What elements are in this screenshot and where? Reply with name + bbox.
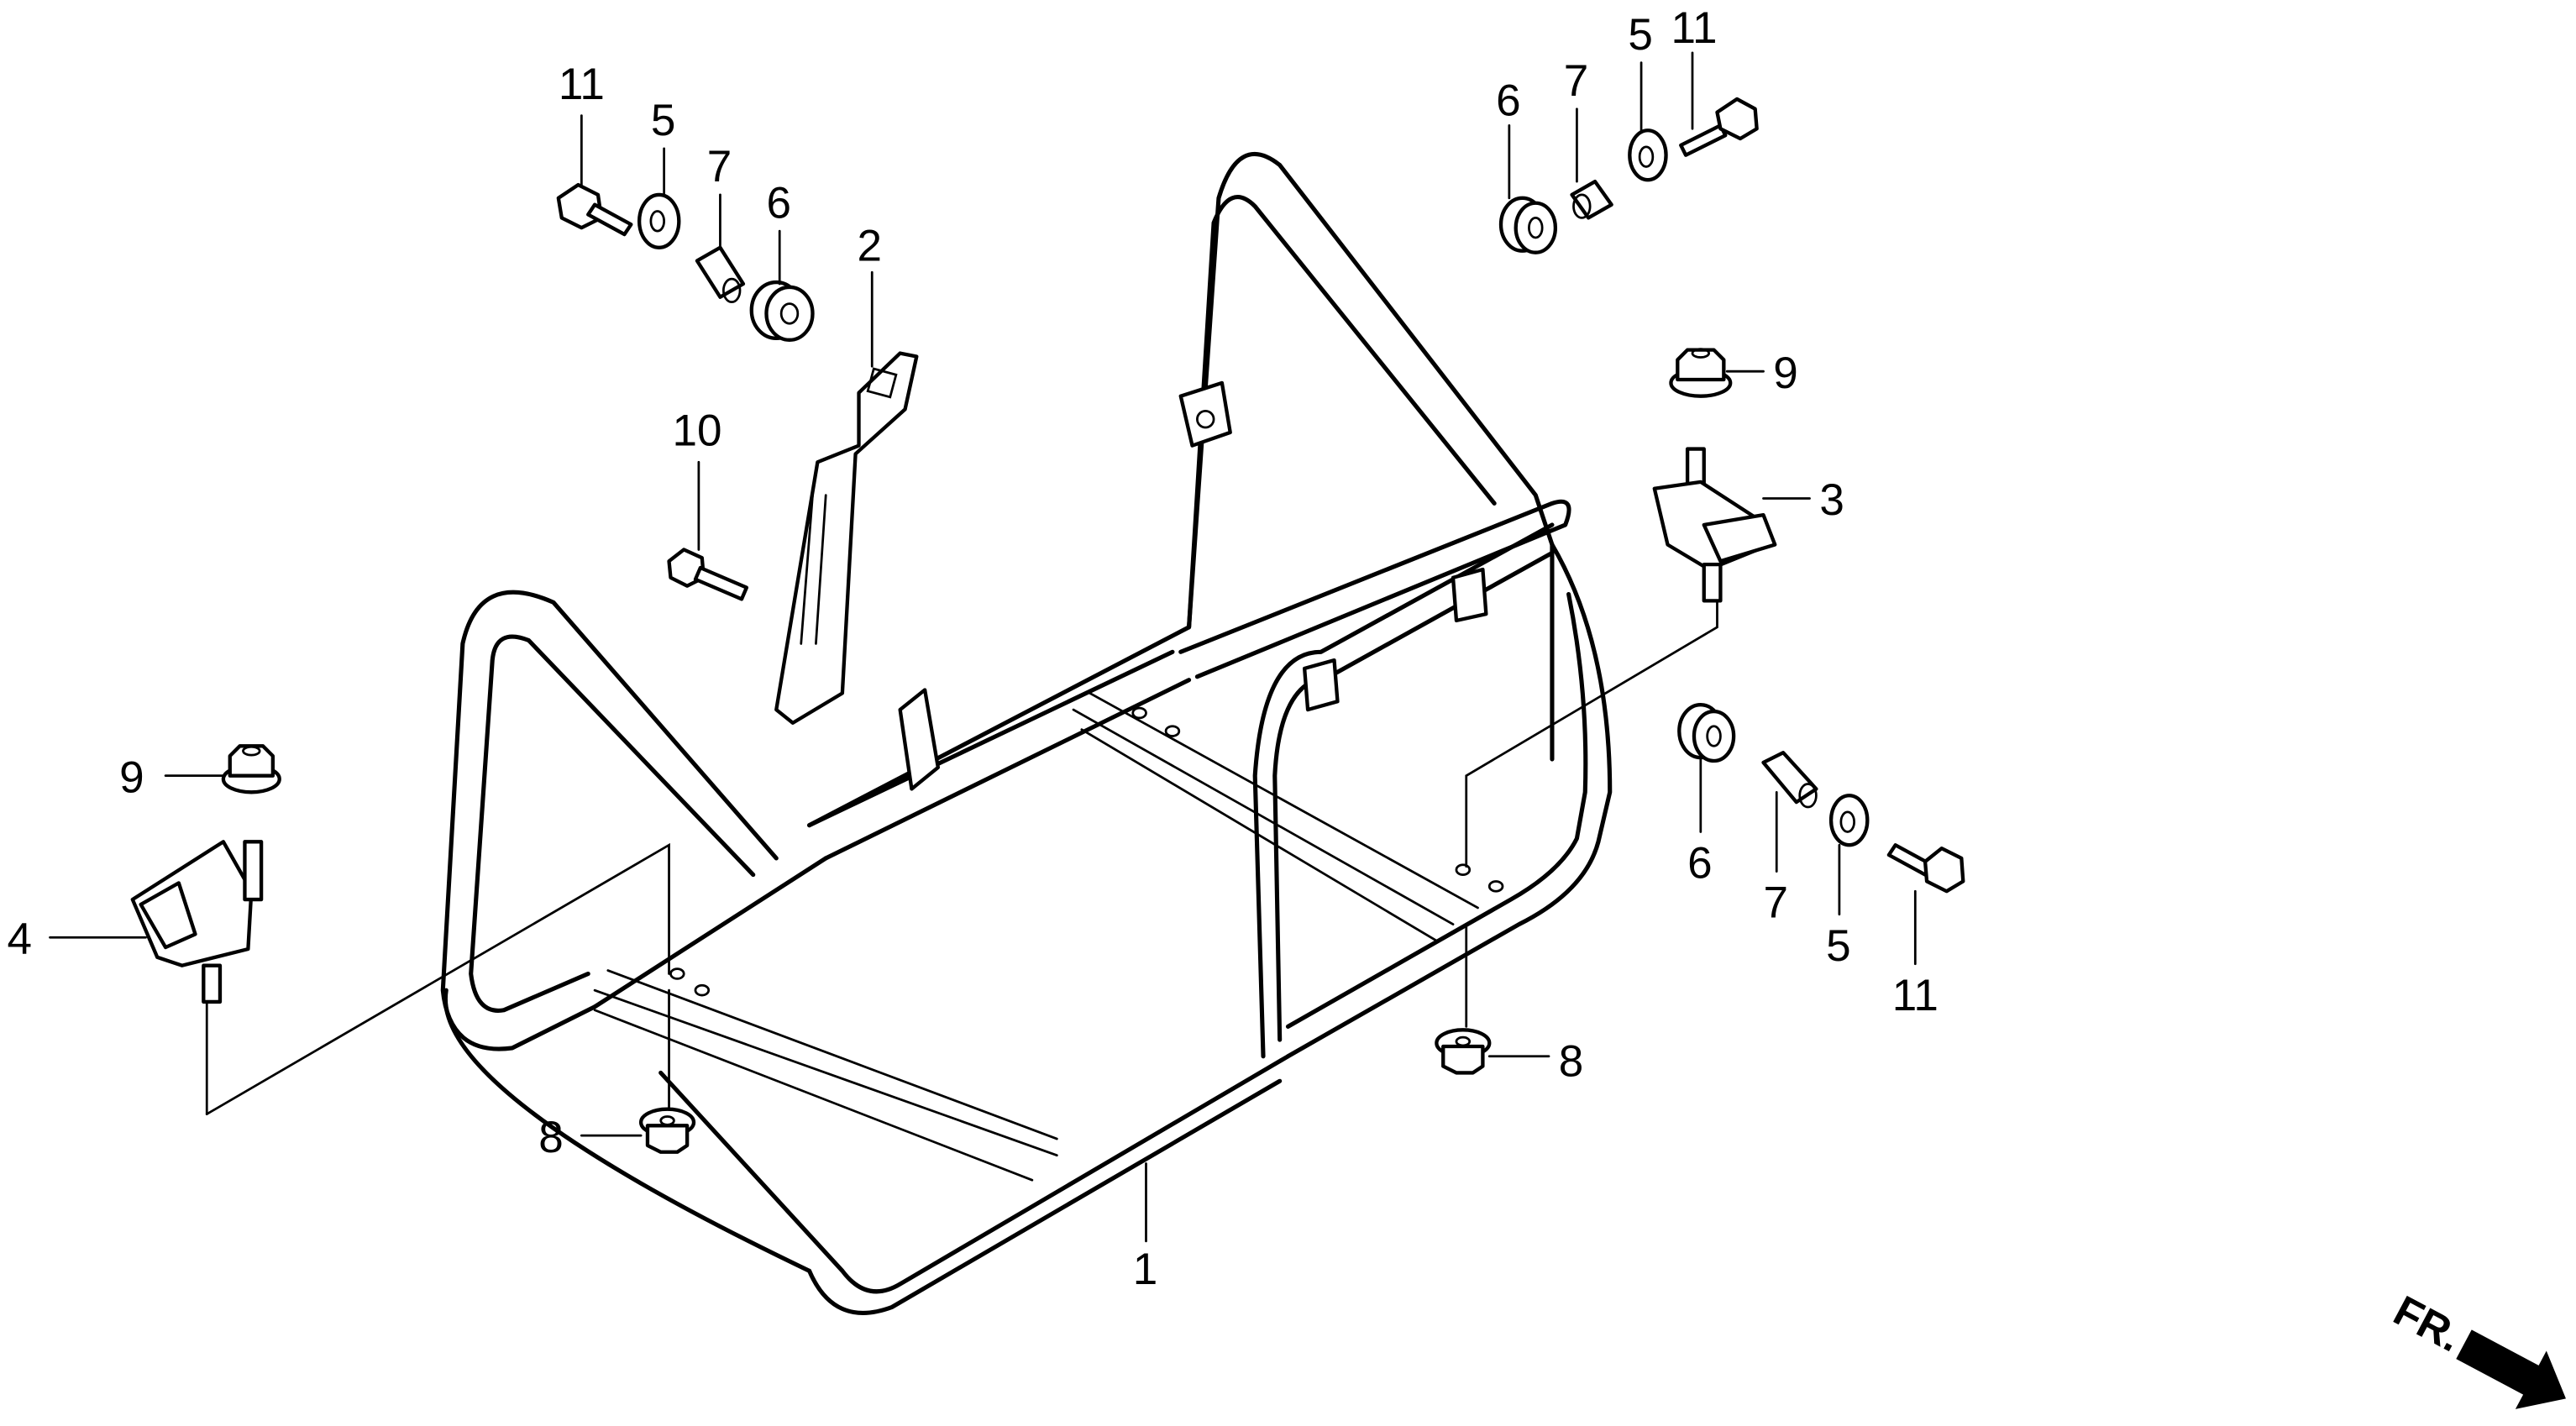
callout-label: 4 bbox=[7, 915, 32, 964]
grommet-6c[interactable] bbox=[1677, 703, 1736, 763]
bolt-11a[interactable] bbox=[556, 182, 633, 237]
callout-label: 8 bbox=[538, 1113, 564, 1162]
callout-label: 8 bbox=[1559, 1036, 1584, 1086]
callout-6b: 6 bbox=[1496, 76, 1521, 200]
collar-7a[interactable] bbox=[695, 245, 746, 304]
nut-8b[interactable] bbox=[1435, 1028, 1492, 1075]
callout-9a: 9 bbox=[119, 752, 227, 802]
callout-6c: 6 bbox=[1687, 758, 1713, 889]
callout-8a: 8 bbox=[538, 1113, 643, 1162]
callout-label: 7 bbox=[1564, 56, 1589, 106]
nut-9b[interactable] bbox=[1669, 348, 1733, 398]
collar-7b[interactable] bbox=[1570, 180, 1613, 220]
washer-5b[interactable] bbox=[1628, 128, 1668, 182]
callout-11b: 11 bbox=[1671, 3, 1718, 130]
callout-10: 10 bbox=[672, 406, 721, 551]
callout-5a: 5 bbox=[651, 96, 676, 197]
grommet-6b[interactable] bbox=[1498, 196, 1558, 254]
mount-rubber-3[interactable] bbox=[1652, 447, 1777, 603]
callout-3: 3 bbox=[1762, 475, 1844, 525]
nut-9a[interactable] bbox=[221, 744, 281, 794]
callout-4: 4 bbox=[7, 915, 147, 964]
grommet-6a[interactable] bbox=[749, 280, 815, 343]
callout-7c: 7 bbox=[1764, 790, 1789, 928]
bracket[interactable] bbox=[774, 351, 919, 725]
callout-label: 6 bbox=[766, 178, 791, 228]
nut-8a[interactable] bbox=[638, 1107, 696, 1154]
callout-6a: 6 bbox=[766, 178, 791, 286]
callout-5b: 5 bbox=[1628, 10, 1653, 134]
callout-7b: 7 bbox=[1564, 56, 1589, 183]
callout-label: 6 bbox=[1687, 839, 1713, 889]
collar-7c[interactable] bbox=[1761, 751, 1818, 809]
callout-label: 5 bbox=[1628, 10, 1653, 60]
callout-label: 1 bbox=[1133, 1245, 1158, 1294]
callout-label: 6 bbox=[1496, 76, 1521, 126]
callout-9b: 9 bbox=[1725, 349, 1798, 398]
callout-label: 11 bbox=[559, 60, 605, 109]
mount-rubber-4[interactable] bbox=[130, 840, 264, 1004]
bolt-11c[interactable] bbox=[1886, 843, 1965, 894]
callout-label: 2 bbox=[858, 222, 883, 271]
callout-label: 11 bbox=[1892, 971, 1939, 1020]
callout-label: 5 bbox=[651, 96, 676, 145]
callout-8b: 8 bbox=[1487, 1036, 1584, 1086]
front-direction-indicator: FR. bbox=[2386, 1287, 2566, 1409]
callout-5c: 5 bbox=[1826, 843, 1851, 971]
callout-label: 3 bbox=[1819, 475, 1844, 525]
bolt-10[interactable] bbox=[667, 548, 749, 601]
callout-7a: 7 bbox=[707, 142, 732, 249]
callout-11a: 11 bbox=[559, 60, 605, 186]
callout-label: 9 bbox=[1773, 349, 1798, 398]
mount-leader-lines bbox=[205, 600, 1718, 1115]
callout-1: 1 bbox=[1133, 1162, 1158, 1294]
bolt-11b[interactable] bbox=[1679, 97, 1759, 157]
callout-label: 11 bbox=[1671, 3, 1717, 53]
callout-label: 10 bbox=[672, 406, 721, 456]
front-arrow-icon bbox=[2456, 1329, 2566, 1409]
washer-5c[interactable] bbox=[1828, 794, 1870, 847]
callout-label: 7 bbox=[1764, 878, 1789, 928]
callout-label: 5 bbox=[1826, 921, 1851, 971]
callout-2: 2 bbox=[858, 222, 883, 368]
callout-label: 7 bbox=[707, 142, 732, 191]
frame[interactable] bbox=[440, 151, 1613, 1315]
washer-5a[interactable] bbox=[637, 192, 681, 249]
callout-label: 9 bbox=[119, 752, 144, 802]
callout-11c: 11 bbox=[1892, 889, 1939, 1020]
front-label: FR. bbox=[2386, 1287, 2469, 1361]
